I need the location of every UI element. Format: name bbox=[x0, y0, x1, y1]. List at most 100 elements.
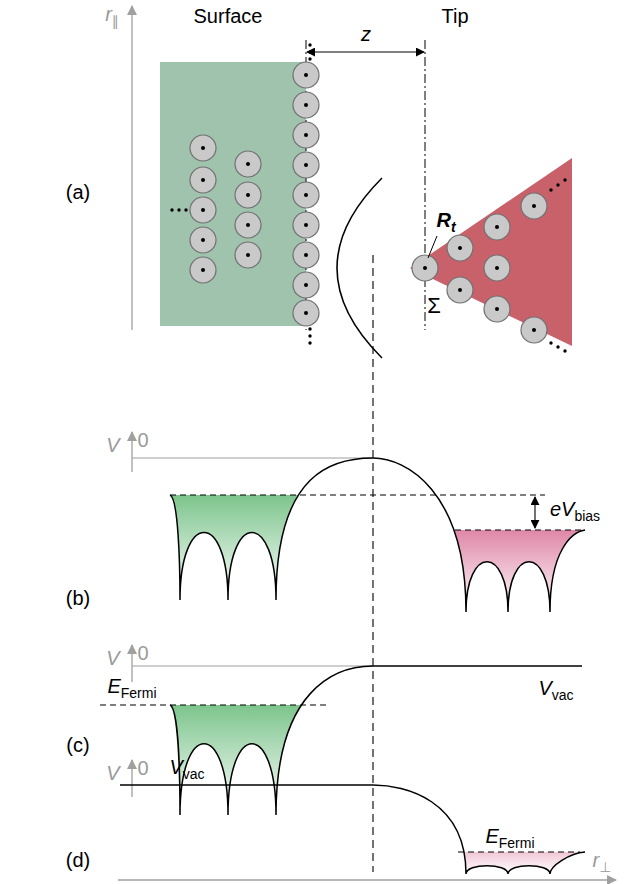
atom bbox=[293, 92, 319, 118]
text-part: 0 bbox=[137, 757, 148, 779]
atom bbox=[447, 235, 473, 261]
axis-value: 0 bbox=[137, 757, 148, 779]
atom-nucleus bbox=[304, 311, 308, 315]
distance-label: z bbox=[361, 23, 371, 45]
continuation-dot bbox=[308, 43, 311, 46]
text-part: Tip bbox=[441, 5, 468, 27]
atom bbox=[293, 122, 319, 148]
text-part: V bbox=[169, 756, 182, 778]
axis-value: 0 bbox=[137, 429, 148, 451]
atom-nucleus bbox=[246, 162, 250, 166]
surface-slab bbox=[160, 62, 306, 326]
surface-states bbox=[170, 705, 373, 815]
axis-value: 0 bbox=[137, 642, 148, 664]
atom-nucleus bbox=[495, 266, 499, 270]
atom bbox=[190, 257, 216, 283]
vacuum-level bbox=[120, 784, 373, 786]
subscript: Fermi bbox=[121, 685, 157, 701]
text-part: V bbox=[106, 434, 119, 456]
panel-label: (b) bbox=[66, 587, 90, 609]
distance-arrow bbox=[307, 51, 424, 52]
text-part: (d) bbox=[66, 849, 90, 871]
atom-nucleus bbox=[495, 225, 499, 229]
continuation-dot bbox=[549, 188, 552, 191]
atom-nucleus bbox=[246, 223, 250, 227]
axis bbox=[131, 645, 132, 682]
atom-nucleus bbox=[304, 133, 308, 137]
subscript: vac bbox=[552, 687, 574, 703]
atom-nucleus bbox=[532, 328, 536, 332]
energy-label: EFermi bbox=[485, 825, 534, 851]
atom-nucleus bbox=[246, 193, 250, 197]
energy-label: EFermi bbox=[107, 675, 156, 701]
axis-label: V bbox=[106, 647, 119, 669]
potential-curve bbox=[373, 458, 585, 612]
text-part: V bbox=[106, 647, 119, 669]
panel-label: (d) bbox=[66, 849, 90, 871]
potential-curve bbox=[170, 666, 373, 815]
axis bbox=[131, 6, 132, 330]
axis-label: V bbox=[106, 762, 119, 784]
atom-nucleus bbox=[495, 307, 499, 311]
surface-states bbox=[170, 495, 373, 600]
continuation-dot bbox=[308, 57, 311, 60]
text-part: 0 bbox=[137, 429, 148, 451]
axis bbox=[131, 760, 132, 797]
continuation-dot bbox=[563, 349, 566, 352]
continuation-dot bbox=[170, 208, 173, 211]
continuation-dot bbox=[308, 334, 311, 337]
axis-label: r∥ bbox=[105, 3, 119, 29]
position-label: Rt bbox=[436, 209, 455, 235]
atom bbox=[293, 152, 319, 178]
surface-label: Σ bbox=[427, 294, 441, 318]
potential-curve bbox=[170, 458, 373, 600]
text-part: (a) bbox=[66, 181, 90, 203]
atom-nucleus bbox=[304, 253, 308, 257]
atom-nucleus bbox=[423, 266, 427, 270]
atom bbox=[190, 227, 216, 253]
axis-label: r⊥ bbox=[593, 849, 612, 875]
reference-line bbox=[372, 255, 373, 872]
atom bbox=[190, 135, 216, 161]
atom-nucleus bbox=[458, 246, 462, 250]
axis bbox=[118, 879, 616, 880]
atom-nucleus bbox=[304, 73, 308, 77]
fermi-level bbox=[455, 529, 585, 530]
atom-nucleus bbox=[201, 178, 205, 182]
continuation-dot bbox=[549, 341, 552, 344]
atom bbox=[484, 296, 510, 322]
continuation-dot bbox=[184, 208, 187, 211]
panel-label: (a) bbox=[66, 181, 90, 203]
subscript: ⊥ bbox=[599, 859, 611, 875]
region-label: Tip bbox=[441, 5, 468, 27]
fermi-level bbox=[458, 851, 580, 852]
atom bbox=[190, 197, 216, 223]
text-part: V bbox=[538, 677, 551, 699]
fermi-level bbox=[170, 494, 545, 495]
sigma-surface bbox=[337, 178, 382, 358]
continuation-dot bbox=[177, 208, 180, 211]
continuation-dot bbox=[556, 183, 559, 186]
vacuum-level bbox=[373, 665, 582, 667]
text-part: (b) bbox=[66, 587, 90, 609]
atom-nucleus bbox=[304, 163, 308, 167]
text-part: R bbox=[436, 209, 450, 231]
continuation-dot bbox=[308, 50, 311, 53]
atom bbox=[190, 167, 216, 193]
subscript: ∥ bbox=[112, 13, 119, 29]
atom-nucleus bbox=[201, 208, 205, 212]
atom-nucleus bbox=[532, 204, 536, 208]
atom-nucleus bbox=[304, 193, 308, 197]
potential-curve bbox=[373, 785, 585, 874]
zero-level bbox=[132, 457, 373, 458]
text-part: (c) bbox=[66, 734, 89, 756]
text-part: z bbox=[361, 23, 371, 45]
leader-line bbox=[428, 236, 437, 258]
subscript: t bbox=[451, 219, 456, 235]
continuation-dot bbox=[556, 345, 559, 348]
atom bbox=[484, 255, 510, 281]
atom bbox=[235, 242, 261, 268]
